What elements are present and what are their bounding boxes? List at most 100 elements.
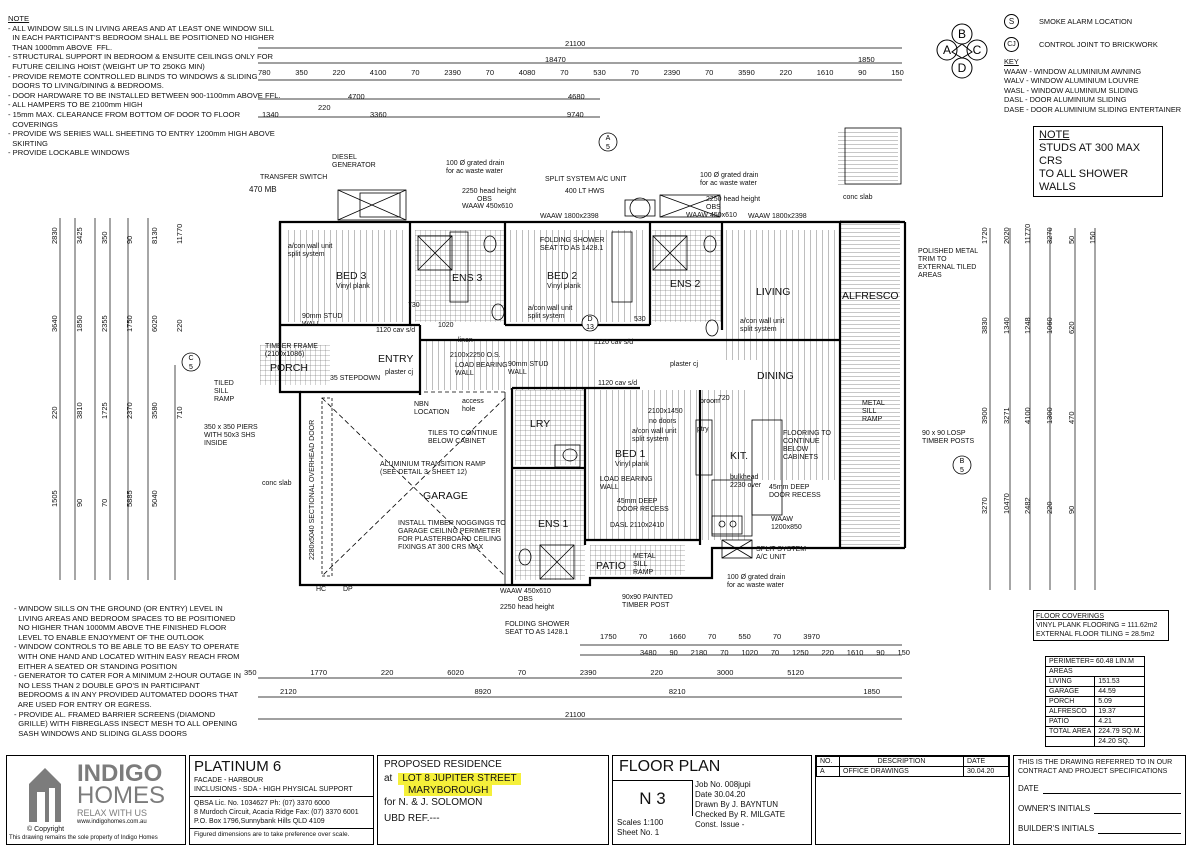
dimension-value: 2020 — [1001, 227, 1011, 244]
dimension-value: 3270 — [980, 497, 989, 514]
compass-c: C — [973, 43, 982, 57]
room-patio: PATIO — [596, 560, 626, 572]
rev-no-header: NO. — [816, 756, 840, 767]
owners-initials-label: OWNER'S INITIALS — [1018, 804, 1091, 813]
dimension-value: 220 — [332, 68, 346, 77]
bottom-note-line: ARE USED FOR ENTRY OR EGRESS. — [14, 699, 152, 709]
dimension-value: 220 — [779, 68, 793, 77]
bottom-note-line: EITHER A SEATED OR STANDING POSITION — [14, 661, 178, 671]
dimension-value: 8920 — [474, 687, 492, 696]
date-signoff: DATE — [1018, 784, 1181, 794]
date-signoff-field[interactable] — [1042, 784, 1181, 794]
dimension-value: 220 — [380, 668, 394, 677]
builders-initials-field[interactable] — [1098, 824, 1181, 834]
room-kit: KIT. — [730, 450, 749, 462]
title-block: INDIGO HOMES RELAX WITH US www.indigohom… — [6, 755, 1186, 845]
scale-details: Scales 1:100 Sheet No. 1 — [617, 818, 663, 838]
dim-overall-bottom: 21100 — [565, 710, 586, 719]
top-note-line: COVERINGS — [8, 119, 58, 129]
ens1-floor — [515, 470, 585, 580]
porch-floor — [260, 345, 330, 385]
dimension-value: 3810 — [75, 402, 84, 419]
room-garage: GARAGE — [423, 490, 468, 502]
section-marker-labels: A5 C5 B5 D13 — [188, 135, 964, 474]
dimension-value: 220 — [1045, 501, 1054, 514]
metal-sill-patio-label: METAL SILL RAMP — [633, 553, 656, 576]
shower-stud-note: NOTE STUDS AT 300 MAX CRS TO ALL SHOWER … — [1033, 126, 1163, 197]
date-signoff-label: DATE — [1018, 784, 1039, 793]
design-cell: PLATINUM 6 FACADE - HARBOUR INCLUSIONS -… — [189, 755, 374, 845]
ens3-floor — [415, 230, 505, 322]
access-hole-label: access hole — [462, 398, 484, 413]
dimension-value: 3970 — [803, 632, 820, 641]
control-joint-label: CONTROL JOINT TO BRICKWORK — [1039, 39, 1158, 49]
tiled-sill-label: TILED SILL RAMP — [214, 380, 235, 403]
dimension-value: 2180 — [690, 648, 708, 657]
dimension-value: 350 — [244, 668, 257, 677]
area-name: PATIO — [1044, 716, 1096, 727]
cavity-slider-label-2: 1120 cav s/d — [594, 339, 634, 346]
door-recess-label-1: 45mm DEEP DOOR RECESS — [617, 498, 669, 513]
rev-no: A — [816, 766, 840, 777]
owners-initials-field[interactable] — [1094, 804, 1181, 814]
dimension-value: 2370 — [125, 402, 134, 419]
bottom-note-line: - PROVIDE AL. FRAMED BARRIER SCREENS (DI… — [14, 709, 216, 719]
acon-label-bed2: a/con wall unit split system — [528, 305, 573, 320]
dimension-value: 1248 — [1023, 317, 1033, 334]
copyright-note: This drawing remains the sole property o… — [9, 835, 158, 841]
dimension-value: 70 — [411, 68, 420, 77]
contract-note: THIS IS THE DRAWING REFERRED TO IN OUR C… — [1018, 759, 1173, 775]
lry-floor — [515, 390, 585, 465]
dim-220: 220 — [318, 103, 331, 112]
grated-drain-label-2: 100 Ø grated drain for ac waste water — [700, 172, 759, 187]
dimension-value: 1725 — [100, 402, 109, 419]
area-name: TOTAL AREA — [1044, 726, 1096, 737]
dimension-value: 70 — [770, 648, 780, 657]
dp-label: DP — [343, 586, 353, 593]
dimension-value: 350 — [295, 68, 308, 77]
room-bed1: BED 1 — [615, 448, 646, 460]
hws-slab — [838, 130, 898, 186]
flooring-continue-label: FLOORING TO CONTINUE BELOW CABINETS — [783, 430, 831, 461]
builders-initials: BUILDER'S INITIALS — [1018, 824, 1181, 834]
builders-initials-label: BUILDER'S INITIALS — [1018, 824, 1095, 833]
dimension-value: 2390 — [444, 68, 461, 77]
dimension-value: 1750 — [600, 632, 617, 641]
dimension-value: 1250 — [791, 648, 809, 657]
design-facade: FACADE - HARBOUR — [194, 777, 264, 784]
dimension-value: 11770 — [175, 223, 184, 244]
compass-graphic: B A C D — [936, 23, 988, 79]
sheet-cell: FLOOR PLAN N 3 Job No. 008jupi Date 30.0… — [612, 755, 812, 845]
stud-wall-label-1: 90mm STUD WALL — [302, 313, 343, 328]
living-floor — [725, 230, 835, 360]
dim-18470: 18470 — [545, 55, 566, 64]
room-living: LIVING — [756, 286, 791, 298]
rev-date-header: DATE — [963, 756, 1009, 767]
hall-floor — [420, 340, 595, 390]
waaw-1800-label-1: WAAW 1800x2398 — [540, 213, 599, 220]
room-ens3: ENS 3 — [452, 272, 483, 284]
address-text: 8 Murdoch Circuit, Acacia Ridge Fax: (07… — [194, 809, 359, 816]
dimension-value: 2120 — [280, 687, 297, 696]
area-name: LIVING — [1044, 676, 1096, 687]
dimension-value: 2482 — [1023, 497, 1033, 514]
dimension-value: 1750 — [125, 314, 134, 332]
room-entry: ENTRY — [378, 353, 414, 365]
area-value: 224.79 SQ.M. — [1094, 726, 1146, 737]
bottom-note-line: - WINDOW SILLS ON THE GROUND (OR ENTRY) … — [14, 604, 223, 613]
head-height-label-2: 2250 head height — [706, 196, 761, 203]
logo-cell: INDIGO HOMES RELAX WITH US www.indigohom… — [6, 755, 186, 845]
top-note-line: SKIRTING — [8, 138, 48, 148]
smoke-alarm-icon: S — [1004, 14, 1019, 29]
rev-desc-header: DESCRIPTION — [839, 756, 964, 767]
floor-coverings-title: FLOOR COVERINGS — [1036, 613, 1105, 620]
bed2-floor — [508, 230, 648, 322]
diesel-generator-label: DIESEL GENERATOR — [332, 154, 376, 169]
dimension-value: 1850 — [863, 687, 880, 696]
dimension-value: 3000 — [716, 668, 734, 677]
entry-door-label: 2100x2250 O.S. — [450, 352, 501, 359]
